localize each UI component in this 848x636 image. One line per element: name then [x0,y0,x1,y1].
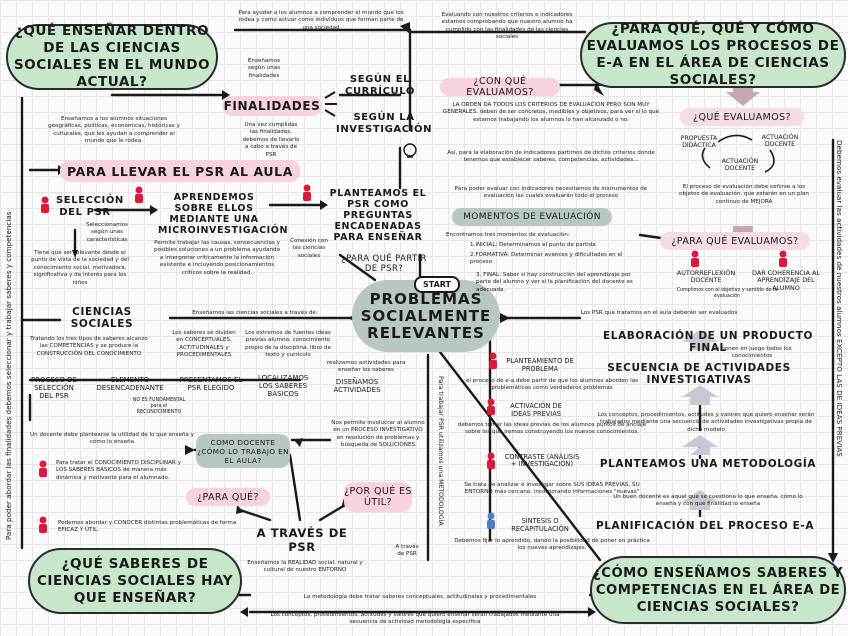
bottom-text: Los conceptos, procedimientos, actitudes… [270,612,560,626]
momentos-evaluacion: MOMENTOS DE EVALUACIÓN [452,208,612,226]
a-traves-psr: A TRAVÉS DE PSR [256,526,348,554]
psr-evaluados-note: Los PSR que tratamos en el aula deberán … [580,310,738,316]
contraste-text: Se trata de analizar e investigar sobre … [464,482,640,496]
para-poder-text: Para poder evaluar con indicadores neces… [454,186,648,200]
conexion-text: Conexión con las ciencias sociales [290,238,328,259]
los-conceptos-text: Los conceptos, procedimientos, actitudes… [597,412,815,433]
vertical-mid-text: Para trabajar PSR utilizamos una METODOL… [437,376,444,526]
como-docente: COMO DOCENTE ¿CÓMO LO TRABAJO EN EL AULA… [196,434,290,468]
localizamos-saberes: LOCALIZAMOS LOS SABERES BÁSICOS [258,374,309,398]
elemento-desencadenante: ELEMENTO DESENCADENANTE [96,376,164,392]
central-topic: PROBLEMAS SOCIALMENTE RELEVANTES [352,280,500,352]
segun-investigacion: SEGÚN LA INVESTIGACIÓN [336,112,433,135]
start-badge: START [414,276,460,293]
tratando-text: Tratando los tres tipos de saberes alcan… [30,336,148,357]
evaluando-text: Evaluando con nuestros criterios e indic… [441,12,573,41]
docente-text: Un docente debe plantearse la utilidad d… [30,432,194,446]
para-que-evaluamos: ¿PARA QUÉ EVALUAMOS? [660,232,810,250]
person-icon [484,452,498,470]
proceso-seleccion: PROCESO DE SELECCIÓN DEL PSR [31,376,77,400]
actuacion-docente-2: ACTUACIÓN DOCENTE [721,158,759,172]
para-que: ¿PARA QUÉ? [186,488,270,506]
finalidades-top-text: Para ayudar a los alumnos a comprender e… [238,10,404,31]
seleccion-psr: SELECCIÓN DEL PSR [56,195,124,218]
momento-formativa: 2.FORMATIVA: Determinar avances y dificu… [470,252,623,266]
propuesta-didactica: PROPUESTA DIDÁCTICA [680,135,718,149]
finalidades-label: FINALIDADES [222,96,322,116]
planteamos-preguntas: PLANTEAMOS EL PSR COMO PREGUNTAS ENCADEN… [329,188,427,243]
person-icon [300,184,314,202]
title-top-left: ¿QUÉ ENSEÑAR DENTRO DE LAS CIENCIAS SOCI… [6,23,218,90]
vertical-left-text: Para poder abordar las finalidades debem… [4,211,13,541]
person-icon [36,516,50,534]
finalidades-note: Enseñamos según unas finalidades [247,58,281,79]
title-bottom-right: ¿CÓMO ENSEÑAMOS SABERES Y COMPETENCIAS E… [590,556,846,624]
contraste: CONTRASTE (ANÁLISIS + INVESTIGACIÓN) [504,453,580,469]
person-icon [132,186,146,204]
seleccion-note: Seleccionamos según unas características [86,222,128,243]
aprendemos-micro: APRENDEMOS SOBRE ELLOS MEDIANTE UNA MICR… [158,192,289,236]
planteamiento-problema: PLANTEAMIENTO DE PROBLEMA [506,357,574,373]
con-que-evaluamos: ¿CON QUÉ EVALUAMOS? [440,76,560,98]
finalidades-left-text: Enseñamos a los alumnos situaciones geog… [48,116,180,145]
para-tratar-text: Para tratar el CONOCIMIENTO DISCIPLINAR … [56,460,181,481]
no-es-text: NO ES FUNDAMENTAL para el RECONOCIMIENTO [132,398,186,415]
a-traves-small: A través de PSR [395,544,419,558]
vertical-right-text: Debemos evaluar las actividades de nuest… [835,140,844,457]
title-top-right: ¿PARA QUÉ, QUÉ Y CÓMO EVALUAMOS LOS PROC… [580,21,846,88]
person-icon [36,460,50,478]
person-icon [486,352,500,370]
valor-text: Tiene que ser relevante desde el punto d… [31,250,129,286]
disenamos-actividades: DISEÑAMOS ACTIVIDADES [333,378,381,394]
person-icon [484,398,498,416]
dar-coherencia: DAR COHERENCIA AL APRENDIZAJE DEL ALUMNO [752,269,820,292]
presentamos-psr: PRESENTAMOS EL PSR ELEGIDO [179,376,243,392]
aula-label: PARA LLEVAR EL PSR AL AULA [60,160,300,182]
nos-permite-text: Nos permite involucrar al alumno en un P… [331,420,425,449]
autorreflexion-docente: AUTORREFLEXIÓN DOCENTE [676,269,736,285]
planteamiento-text: el proceso de e-a debe partir de que los… [465,378,639,392]
planificacion-ea: PLANIFICACIÓN DEL PROCESO E-A [595,520,815,532]
extremos-text: Los extremos de fuentes ideas previas al… [245,330,331,359]
momento-final: 3. FINAL: Saber si hay construcción del … [476,272,633,293]
metodologia-text: La metodología debe tratar saberes conce… [303,594,537,600]
sintesis-text: Debemos fijar lo aprendido, dando la pos… [454,538,650,552]
ciencias-sociales: CIENCIAS SOCIALES [70,306,134,330]
person-icon [38,196,52,214]
activacion-ideas: ACTIVACIÓN DE IDEAS PREVIAS [510,402,562,418]
person-icon [688,250,702,268]
title-bottom-left: ¿QUÉ SABERES DE CIENCIAS SOCIALES HAY QU… [28,548,242,614]
buen-docente-text: Un buen docente es aquel que se cuestion… [613,494,803,508]
realizamos-text: realizamos actividades para enseñar los … [326,360,406,374]
activacion-text: debemos tomar las ideas previas de los a… [457,422,647,436]
elaboracion-producto: ELABORACIÓN DE UN PRODUCTO FINAL [603,330,813,354]
por-que-util: ¿POR QUÉ ES ÚTIL? [344,482,412,512]
ponen-juego-text: Se ponen en juego todos los conocimiento… [712,346,792,360]
saberes-text: Los saberes se dividen en CONCEPTUALES, … [172,330,236,359]
ensenamos-a-traves: Enseñamos las ciencias sociales a través… [192,310,318,316]
sintesis: SÍNTESIS O RECAPITULACIÓN [511,517,569,533]
secuencia-actividades: SECUENCIA DE ACTIVIDADES INVESTIGATIVAS [607,362,791,386]
finalidades-right-text: Una vez cumplidas las finalidades, debem… [242,122,300,158]
que-evaluamos: ¿QUÉ EVALUAMOS? [680,108,804,126]
cumplimos-text: Cumplimos con el objetivo y sentido de l… [676,288,778,299]
para-que-partir: ¿PARA QUÉ PARTIR DE PSR? [341,254,427,274]
encontramos-text: Encontramos tres momentos de evaluación: [446,232,570,238]
person-icon [776,250,790,268]
permite-text: Permite trabajar las causas, consecuenci… [153,240,281,276]
asi-text: Así, para la elaboración de indicadores … [447,150,655,164]
proceso-evaluacion-text: El proceso de evaluación debe ceñirse a … [679,184,809,205]
realidad-text: Enseñamos la REALIDAD social, natural y … [247,560,363,574]
actuacion-docente-1: ACTUACIÓN DOCENTE [761,134,799,148]
person-icon [484,512,498,530]
podemos-text: Podemos abordar y CONOCER distintas prob… [58,520,237,534]
momento-inicial: 1.INICIAL: Determinamos el punto de part… [470,242,596,248]
segun-curriculo: SEGÚN EL CURRÍCULO [345,74,415,97]
orden-text: LA ORDEN DA TODOS LOS CRITERIOS DE EVALU… [442,102,660,123]
planteamos-metodologia: PLANTEAMOS UNA METODOLOGÍA [599,458,817,470]
